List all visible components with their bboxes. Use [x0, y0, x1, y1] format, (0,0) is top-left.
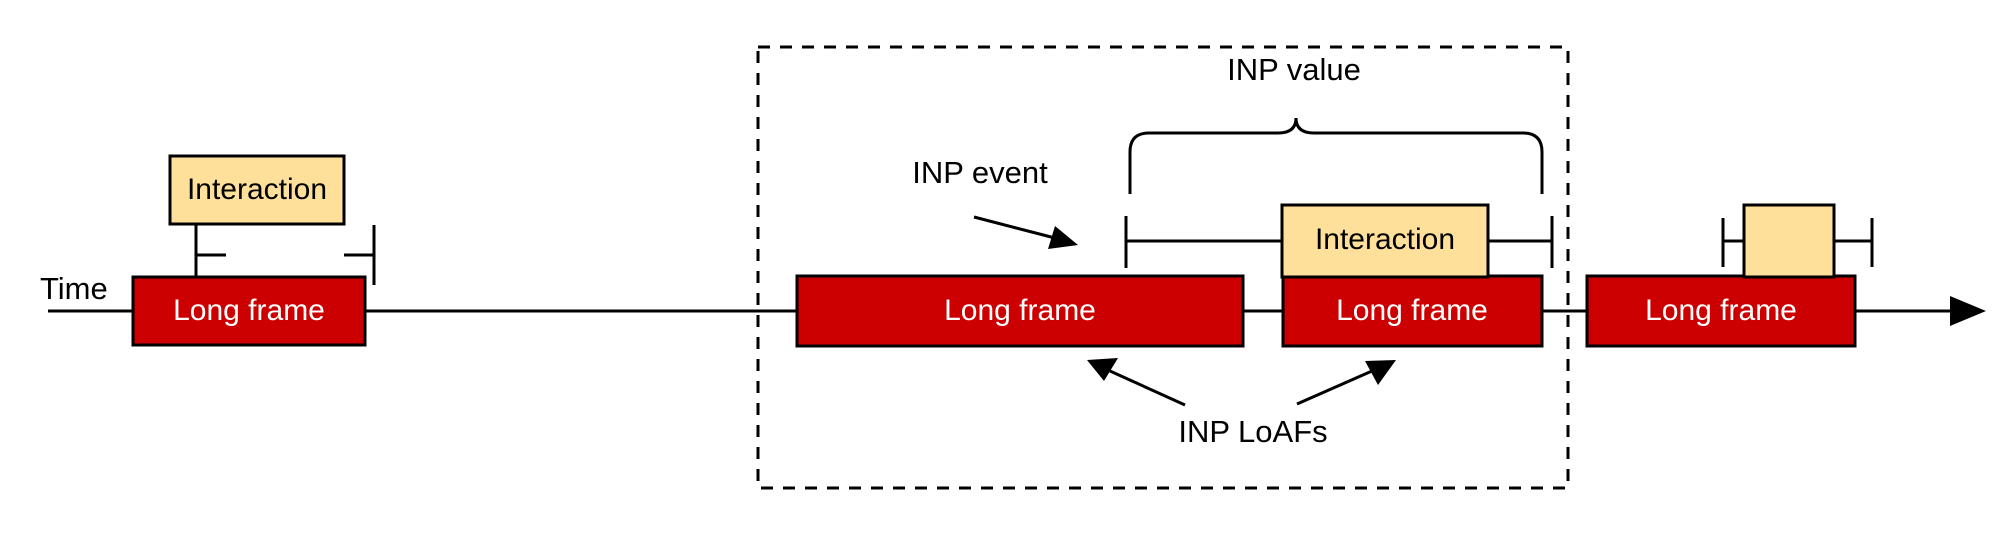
inp-event-label: INP event: [912, 155, 1048, 190]
inp-group-dashed-box: [756, 45, 1570, 490]
long-frame-3: [1281, 274, 1544, 348]
inp-event-pointer-line: [973, 215, 1056, 240]
long-frame-2-label: Long frame: [944, 294, 1096, 327]
interaction-1: [168, 154, 346, 226]
long-frame-1: [131, 275, 367, 347]
interaction-2: [1280, 203, 1490, 279]
long-frame-1-label: Long frame: [173, 294, 325, 327]
inp-value-brace: [1128, 117, 1544, 194]
inp-loafs-left-pointer-head: [1087, 358, 1118, 381]
inp-loafs-label: INP LoAFs: [1178, 414, 1327, 449]
long-frame-4: [1585, 274, 1857, 348]
inp-loafs-right-pointer-head: [1365, 360, 1396, 385]
time-axis-label: Time: [40, 271, 108, 306]
long-frame-3-label: Long frame: [1336, 294, 1488, 327]
interaction-2-label: Interaction: [1315, 223, 1455, 256]
inp-value-label: INP value: [1227, 52, 1361, 87]
inp-loafs-right-pointer-line: [1296, 369, 1373, 406]
interaction-3: [1742, 203, 1836, 279]
timeline-arrowhead: [1950, 296, 1986, 326]
long-frame-4-label: Long frame: [1645, 294, 1797, 327]
inp-event-pointer-head: [1048, 226, 1078, 249]
inp-loafs-left-pointer-line: [1109, 369, 1186, 407]
long-frame-2: [795, 274, 1245, 348]
interaction-1-label: Interaction: [187, 173, 327, 206]
